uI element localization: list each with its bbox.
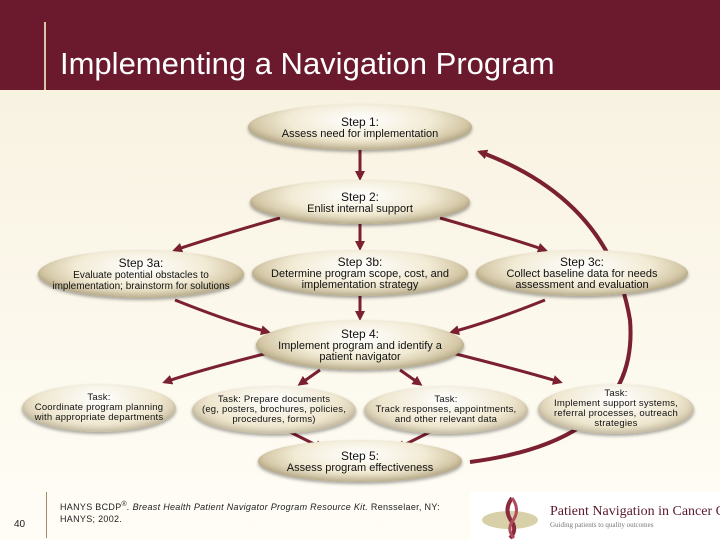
arrow-step2-to-step3a — [172, 216, 281, 253]
feedback-arrow-step5-to-step1 — [469, 149, 633, 464]
arrow-step3c-to-step4 — [449, 298, 546, 336]
footer-divider — [46, 492, 47, 538]
task-4-desc: Implement support systems, referral proc… — [554, 398, 678, 429]
arrow-step2-to-step3c — [439, 216, 548, 253]
step-1-desc: Assess need for implementation — [281, 127, 439, 140]
step-4-node: Step 4: Implement program and identify a… — [256, 320, 464, 370]
task-3-label: Task: — [434, 394, 458, 405]
citation-publisher: Rensselaer, NY: HANYS; 2002. — [60, 502, 440, 524]
step-5-label: Step 5: — [340, 448, 380, 463]
step-3a-node: Step 3a: Evaluate potential obstacles to… — [38, 250, 244, 298]
step-3c-node: Step 3c: Collect baseline data for needs… — [476, 250, 688, 296]
step-3b-label: Step 3b: — [337, 255, 383, 269]
step-2-label: Step 2: — [340, 189, 380, 204]
arrow-step4-to-task4 — [447, 350, 563, 385]
task-4-label: Task: — [604, 388, 628, 399]
ribbon-icon — [482, 496, 538, 540]
step-2-node: Step 2: Enlist internal support — [250, 180, 470, 224]
task-3-desc: Track responses, appointments, and other… — [375, 404, 517, 425]
slide-number: 40 — [14, 519, 26, 530]
step-2-desc: Enlist internal support — [307, 202, 413, 215]
task-2-label: Task: Prepare documents — [217, 394, 331, 405]
task-2-desc: (eg, posters, brochures, policies, proce… — [201, 404, 347, 425]
task-1-label: Task: — [87, 392, 111, 403]
step-1-node: Step 1: Assess need for implementation — [248, 104, 472, 150]
step-4-label: Step 4: — [340, 327, 380, 341]
step-3b-node: Step 3b: Determine program scope, cost, … — [252, 250, 468, 296]
task-4-node: Task: Implement support systems, referra… — [538, 384, 694, 434]
footer-citation: HANYS BCDP®. Breast Health Patient Navig… — [60, 499, 440, 525]
task-3-node: Task: Track responses, appointments, and… — [364, 386, 528, 434]
step-3a-label: Step 3a: — [118, 256, 164, 270]
arrow-step4-to-task2 — [297, 368, 321, 386]
page-title: Implementing a Navigation Program — [60, 46, 555, 81]
citation-org: HANYS BCDP — [60, 502, 122, 512]
program-logo: Patient Navigation in Cancer Care Guidin… — [470, 492, 720, 540]
step-3c-desc: Collect baseline data for needs assessme… — [506, 268, 658, 291]
step-3c-label: Step 3c: — [559, 255, 605, 269]
title-bar — [0, 0, 720, 90]
step-1-label: Step 1: — [340, 114, 380, 129]
arrow-step3a-to-step4 — [174, 298, 271, 336]
task-1-node: Task: Coordinate program planning with a… — [22, 384, 176, 432]
step-3b-desc: Determine program scope, cost, and imple… — [271, 268, 449, 291]
citation-reg-mark: ® — [121, 501, 127, 508]
step-4-desc: Implement program and identify a patient… — [278, 340, 442, 363]
step-5-node: Step 5: Assess program effectiveness — [258, 440, 462, 482]
step-5-desc: Assess program effectiveness — [286, 461, 434, 474]
task-1-desc: Coordinate program planning with appropr… — [34, 402, 164, 423]
logo-text: Patient Navigation in Cancer Care — [550, 504, 720, 519]
title-accent-line — [44, 22, 46, 90]
citation-title: . Breast Health Patient Navigator Progra… — [126, 502, 369, 512]
task-2-node: Task: Prepare documents (eg, posters, br… — [192, 386, 356, 434]
step-3a-desc: Evaluate potential obstacles to implemen… — [52, 270, 230, 292]
arrow-step4-to-task1 — [162, 350, 273, 385]
arrow-step4-to-task3 — [399, 368, 423, 386]
logo-tagline: Guiding patients to quality outcomes — [550, 521, 654, 529]
